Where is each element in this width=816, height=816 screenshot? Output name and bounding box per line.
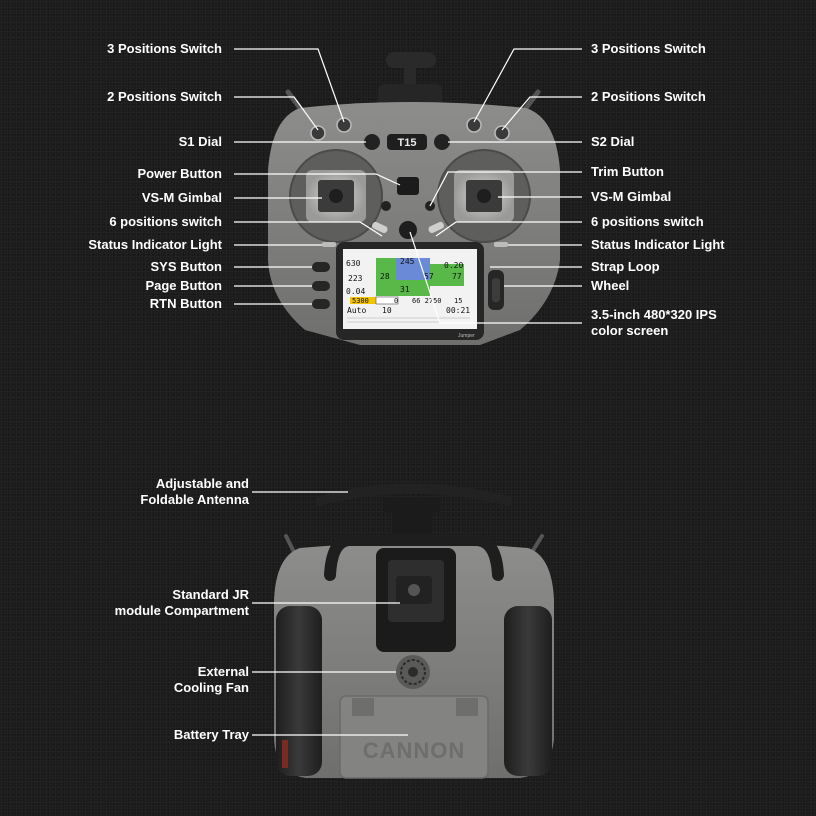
screen-value-2: 245 xyxy=(400,257,415,266)
left-grip xyxy=(276,606,322,776)
label-right-6pos-switch: 6 positions switch xyxy=(591,214,704,229)
s2-dial xyxy=(434,134,450,150)
label-left-gimbal: VS-M Gimbal xyxy=(141,190,222,205)
screen-value-12: 66 2750 xyxy=(412,297,442,305)
back-antenna xyxy=(316,483,512,506)
label-s2-dial: S2 Dial xyxy=(591,134,635,149)
screen-mode: Auto xyxy=(347,306,366,315)
line-power xyxy=(234,173,401,186)
screen-value-11: 0 xyxy=(394,297,398,305)
screen-value-3: 0.20 xyxy=(444,261,463,270)
screen-time: 00:21 xyxy=(446,306,470,315)
line-trim xyxy=(429,171,582,207)
label-right-status-light: Status Indicator Light xyxy=(591,237,725,252)
screen-value-8: 0.04 xyxy=(346,287,365,296)
screen-value-13: 15 xyxy=(454,297,462,305)
label-left-3pos-switch: 3 Positions Switch xyxy=(107,41,222,56)
screen-value-9: 31 xyxy=(400,285,410,294)
label-rtn-button: RTN Button xyxy=(149,296,222,311)
left-3pos-switch xyxy=(336,117,352,133)
line-left-2pos xyxy=(234,96,319,131)
label-s1-dial: S1 Dial xyxy=(178,134,222,149)
back-handle xyxy=(324,534,504,581)
line-left-3pos xyxy=(234,48,345,123)
label-right-2pos-switch: 2 Positions Switch xyxy=(591,89,706,104)
label-left-6pos-switch: 6 positions switch xyxy=(109,214,222,229)
label-fan-line2: Cooling Fan xyxy=(173,680,249,695)
screen-value-4: 223 xyxy=(348,274,363,283)
label-module-line2: module Compartment xyxy=(114,603,249,618)
label-fan-line1: External xyxy=(197,664,249,679)
label-wheel: Wheel xyxy=(591,278,630,293)
label-right-3pos-switch: 3 Positions Switch xyxy=(591,41,706,56)
right-status-light xyxy=(494,242,508,247)
right-3pos-switch xyxy=(466,117,482,133)
label-strap-loop: Strap Loop xyxy=(591,259,660,274)
line-right-2pos xyxy=(501,96,582,131)
label-right-gimbal: VS-M Gimbal xyxy=(591,189,672,204)
screen-value-1: 630 xyxy=(346,259,361,268)
line-left-6pos xyxy=(234,221,383,237)
screen-value-5: 28 xyxy=(380,272,390,281)
cannon-emboss: CANNON xyxy=(363,738,466,763)
power-button xyxy=(397,177,419,195)
sys-button xyxy=(312,262,330,272)
label-left-2pos-switch: 2 Positions Switch xyxy=(107,89,222,104)
front-transmitter: T15 xyxy=(268,52,560,345)
label-module-line1: Standard JR xyxy=(172,587,249,602)
left-gimbal xyxy=(289,149,383,243)
screen-brand: Jumper xyxy=(458,333,475,339)
right-gimbal xyxy=(437,149,531,243)
right-2pos-switch xyxy=(494,125,510,141)
screen-value-14: 10 xyxy=(382,306,392,315)
right-grip xyxy=(504,606,552,776)
label-left-status-light: Status Indicator Light xyxy=(88,237,222,252)
screen-value-7: 77 xyxy=(452,272,462,281)
screen-value-6: 57 xyxy=(424,272,434,281)
screen-value-10: 5300 xyxy=(352,297,369,305)
s1-dial xyxy=(364,134,380,150)
label-antenna-line2: Foldable Antenna xyxy=(140,492,249,507)
left-status-light xyxy=(322,242,336,247)
callout-lines xyxy=(234,48,582,736)
label-trim-button: Trim Button xyxy=(591,164,664,179)
left-2pos-switch xyxy=(310,125,326,141)
t15-logo: T15 xyxy=(398,137,417,149)
label-sys-button: SYS Button xyxy=(150,259,223,274)
label-battery-tray: Battery Tray xyxy=(173,727,249,742)
label-power-button: Power Button xyxy=(137,166,223,181)
t15-logo-plate xyxy=(387,134,427,150)
label-screen-line2: color screen xyxy=(591,323,669,338)
label-antenna-line1: Adjustable and xyxy=(155,476,249,491)
line-right-3pos xyxy=(473,48,582,123)
label-page-button: Page Button xyxy=(145,278,222,293)
rtn-button xyxy=(312,299,330,309)
battery-tray xyxy=(339,695,489,779)
line-screen xyxy=(409,231,582,324)
label-screen-line1: 3.5-inch 480*320 IPS xyxy=(591,307,717,322)
line-right-6pos xyxy=(435,221,582,237)
front-handle xyxy=(378,84,442,108)
page-button xyxy=(312,281,330,291)
back-transmitter: CANNON xyxy=(274,483,554,779)
